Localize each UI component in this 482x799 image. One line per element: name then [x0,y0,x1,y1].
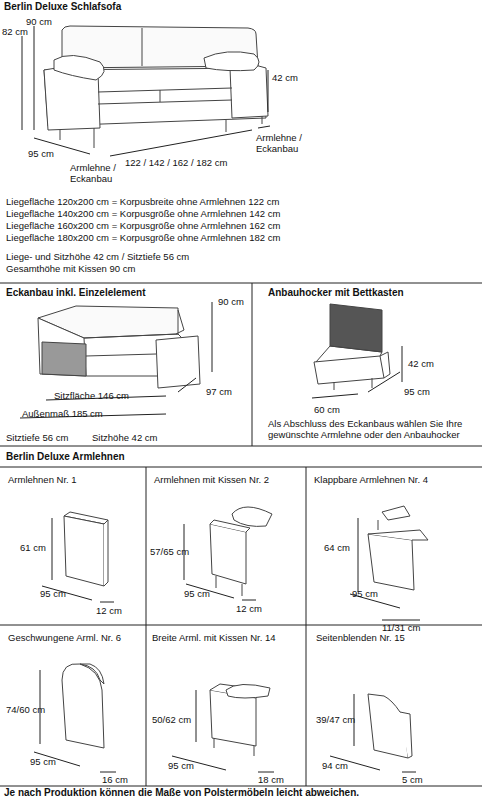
dimension-label: Liegefläche 180x200 cm = Korpusgröße ohn… [6,232,280,243]
dimension-label: Als Abschluss des Eckanbaus wählen Sie I… [268,418,476,440]
dimension-label: 39/47 cm [316,714,355,725]
dimension-label: Sitztiefe 56 cm [6,432,68,443]
dimension-label: 95 cm [30,756,56,767]
dimension-label: 18 cm [258,774,284,785]
section-heading: Anbauhocker mit Bettkasten [268,287,404,298]
dimension-label: Armlehnen mit Kissen Nr. 2 [154,474,269,485]
dimension-label: 95 cm [404,386,430,397]
dimension-label: Breite Arml. mit Kissen Nr. 14 [152,632,276,643]
dimension-label: 97 cm [206,386,232,397]
dimension-label: 122 / 142 / 162 / 182 cm [125,157,227,168]
dimension-label: Gesamthöhe mit Kissen 90 cm [6,263,135,274]
dimension-label: 74/60 cm [6,704,45,715]
dimension-label: Armlehne / Eckanbau [256,132,320,154]
dimension-label: Armlehne / Eckanbau [70,162,134,184]
dimension-label: Sitzhöhe 42 cm [92,432,157,443]
dimension-label: 57/65 cm [150,546,189,557]
dimension-label: 90 cm [26,16,52,27]
section-heading: Eckanbau inkl. Einzelelement [6,287,146,298]
dimension-label: 94 cm [322,760,348,771]
dimension-label: 95 cm [352,588,378,599]
diagram-title: Berlin Deluxe Schlafsofa [4,1,121,12]
dimension-label: 82 cm [2,26,28,37]
dimension-label: 60 cm [314,404,340,415]
dimension-label: Armlehnen Nr. 1 [8,474,77,485]
dimension-label: 42 cm [408,358,434,369]
dimension-label: 95 cm [40,588,66,599]
dimension-label: Klappbare Armlehnen Nr. 4 [314,474,428,485]
dimension-label: 16 cm [102,774,128,785]
dimension-label: 50/62 cm [152,714,191,725]
dimension-label: 90 cm [218,296,244,307]
dimension-label: Geschwungene Arml. Nr. 6 [8,632,121,643]
dimension-label: Sitzfläche 146 cm [54,390,129,401]
dimension-label: Liegefläche 140x200 cm = Korpusgröße ohn… [6,208,280,219]
dimension-label: 5 cm [402,774,423,785]
section-heading: Je nach Produktion können die Maße von P… [4,787,359,798]
dimension-label: 12 cm [96,605,122,616]
dimension-label: 12 cm [236,603,262,614]
dimension-label: Liege- und Sitzhöhe 42 cm / Sitztiefe 56… [6,251,189,262]
dimension-label: Liegefläche 160x200 cm = Korpusgröße ohn… [6,220,280,231]
dimension-label: 95 cm [168,760,194,771]
dimension-label: 61 cm [20,542,46,553]
dimension-label: Liegefläche 120x200 cm = Korpusbreite oh… [6,196,279,207]
section-heading: Berlin Deluxe Armlehnen [6,451,125,462]
dimension-label: 64 cm [324,542,350,553]
dimension-label: Seitenblenden Nr. 15 [316,632,405,643]
dimension-label: 42 cm [272,72,298,83]
dimension-label: Außenmaß 185 cm [22,408,103,419]
dimension-label: 95 cm [184,588,210,599]
dimension-label: 95 cm [28,148,54,159]
dimension-label: 11/31 cm [382,622,420,633]
